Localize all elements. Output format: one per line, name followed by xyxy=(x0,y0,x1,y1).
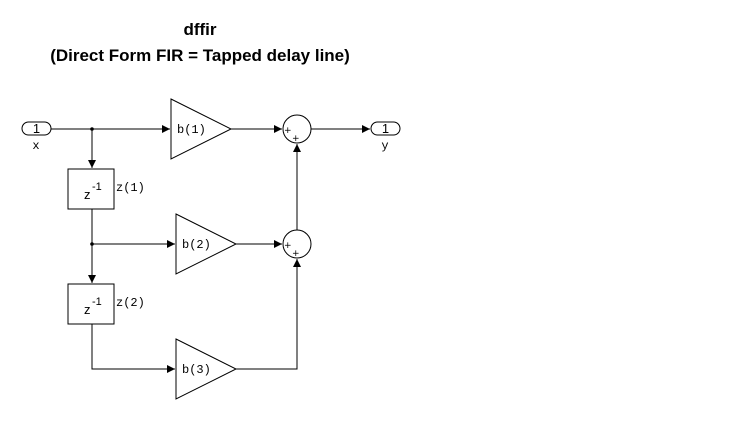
gain-block-2[interactable]: b(2) xyxy=(175,213,238,275)
sum-block-2[interactable]: + + xyxy=(282,229,312,259)
sum-sign-2: + xyxy=(292,134,300,144)
gain-label-3: b(3) xyxy=(182,363,211,377)
delay-exponent-1: -1 xyxy=(92,181,102,193)
delay-symbol-1: z xyxy=(84,187,91,202)
delay-exponent-2: -1 xyxy=(92,296,102,308)
input-port-block[interactable]: 1 xyxy=(21,121,52,136)
delay-symbol-2: z xyxy=(84,302,91,317)
gain-block-1[interactable]: b(1) xyxy=(170,98,233,160)
sum-sign-1: + xyxy=(284,126,292,136)
diagram-title: dffir xyxy=(183,20,217,39)
branch-point-2 xyxy=(90,242,94,246)
sum-block-1[interactable]: + + xyxy=(282,114,312,144)
line-gain3-to-sum2 xyxy=(236,259,301,370)
sum-sign-3: + xyxy=(284,241,292,251)
sum-sign-4: + xyxy=(292,249,300,259)
diagram-subtitle: (Direct Form FIR = Tapped delay line) xyxy=(50,46,350,65)
delay-state-label-2: z(2) xyxy=(116,296,145,310)
gain-label-2: b(2) xyxy=(182,238,211,252)
output-port-block[interactable]: 1 xyxy=(370,121,401,136)
input-port-label: x xyxy=(32,139,39,153)
unit-delay-block-1[interactable]: z -1 xyxy=(67,168,115,210)
output-port-label: y xyxy=(381,139,388,153)
output-port-number: 1 xyxy=(382,121,389,136)
gain-label-1: b(1) xyxy=(177,123,206,137)
delay-state-label-1: z(1) xyxy=(116,181,145,195)
gain-block-3[interactable]: b(3) xyxy=(175,338,238,400)
input-port-number: 1 xyxy=(33,121,40,136)
line-delay2-to-gain3 xyxy=(91,324,175,373)
unit-delay-block-2[interactable]: z -1 xyxy=(67,283,115,325)
branch-point-1 xyxy=(90,127,94,131)
